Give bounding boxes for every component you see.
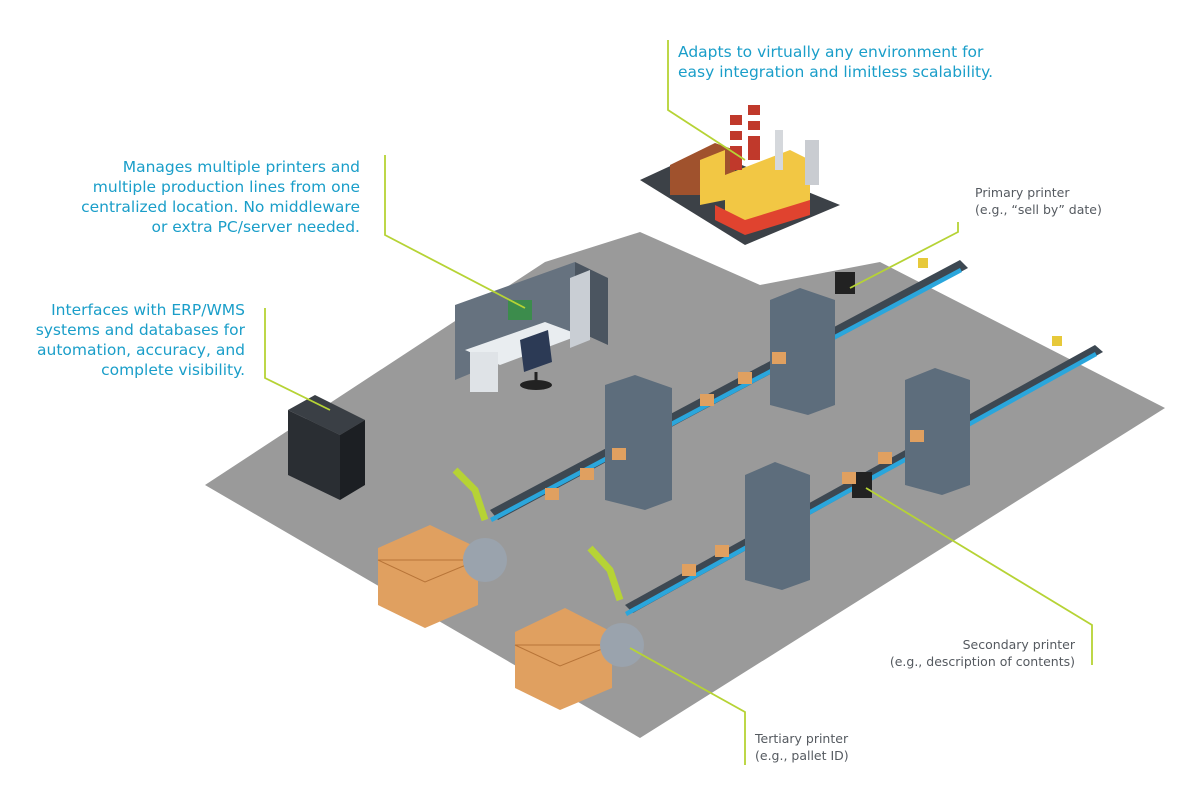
leader-primary (849, 222, 959, 289)
palletizer-back (377, 467, 507, 628)
leader-secondary (865, 487, 1093, 665)
conveyor-line-back (490, 258, 968, 522)
leader-tertiary (629, 647, 746, 765)
label-tertiary-printer: Tertiary printer (e.g., pallet ID) (755, 731, 849, 763)
palletizer-front (514, 545, 644, 710)
leader-erp (264, 308, 331, 411)
label-secondary-printer: Secondary printer (e.g., description of … (889, 637, 1075, 669)
conveyor-boxes (545, 352, 924, 576)
conveyor-line-front (625, 336, 1103, 616)
label-primary-printer: Primary printer (e.g., “sell by” date) (975, 185, 1102, 217)
factory-building-illustration (640, 105, 840, 245)
callout-centralized-management: Manages multiple printers and multiple p… (81, 158, 360, 236)
server-tower-illustration (288, 395, 365, 500)
callout-erp-wms: Interfaces with ERP/WMS systems and data… (35, 301, 245, 379)
office-workstation-illustration (455, 262, 608, 392)
leader-environment (667, 40, 746, 161)
leader-lines (264, 40, 1093, 765)
leader-central (384, 155, 526, 309)
callout-environment: Adapts to virtually any environment for … (678, 43, 994, 81)
